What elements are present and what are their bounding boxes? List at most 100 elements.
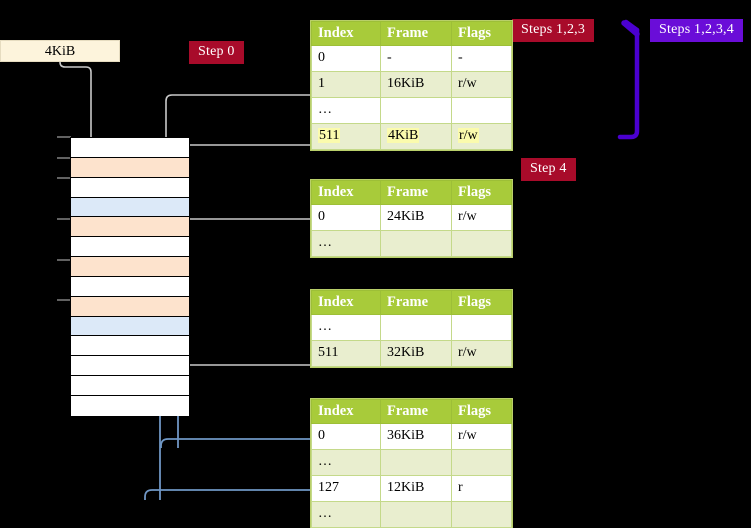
cell-text: 511 bbox=[318, 128, 341, 143]
cell-index: … bbox=[311, 97, 381, 124]
cell-index: 0 bbox=[311, 45, 381, 72]
memory-row bbox=[71, 376, 189, 396]
column-header-flags: Flags bbox=[451, 180, 512, 205]
cell-text: r/w bbox=[458, 345, 477, 360]
wire-t3r511-to-memory bbox=[170, 311, 310, 366]
wire-t2r0-to-memory bbox=[176, 218, 310, 262]
table-row: … bbox=[311, 230, 512, 257]
cell-frame: 24KiB bbox=[380, 204, 452, 231]
table-row: 0 36KiB r/w bbox=[311, 423, 512, 450]
table-row: … bbox=[311, 449, 512, 476]
table-row: 0-- bbox=[311, 45, 512, 72]
column-header-frame: Frame bbox=[380, 180, 452, 205]
cell-text: - bbox=[458, 50, 463, 65]
wire-violet-arrowhead-b bbox=[621, 20, 640, 37]
cell-text: … bbox=[318, 102, 333, 117]
memory-row bbox=[71, 356, 189, 377]
memory-row bbox=[71, 157, 189, 178]
cell-flags bbox=[451, 314, 512, 341]
memory-row bbox=[71, 316, 189, 337]
cell-frame: 4KiB bbox=[380, 123, 452, 150]
table-row: 0 24KiB r/w bbox=[311, 204, 512, 231]
cell-text: r/w bbox=[458, 128, 479, 143]
table-row: … bbox=[311, 501, 512, 528]
cell-text: 16KiB bbox=[387, 76, 425, 91]
column-header-flags: Flags bbox=[451, 290, 512, 315]
cell-flags bbox=[451, 97, 512, 124]
column-header-frame: Frame bbox=[380, 21, 452, 46]
cell-text: … bbox=[318, 235, 333, 250]
cell-text: r/w bbox=[458, 76, 477, 91]
cell-index: 0 bbox=[311, 204, 381, 231]
memory-row bbox=[71, 276, 189, 297]
cell-frame bbox=[380, 230, 452, 257]
wire-t4r0-tail bbox=[160, 438, 310, 448]
column-header-index: Index bbox=[311, 399, 381, 424]
cell-index: … bbox=[311, 501, 381, 528]
cell-text: … bbox=[318, 506, 333, 521]
memory-row bbox=[71, 138, 189, 158]
column-header-frame: Frame bbox=[380, 399, 452, 424]
table-row: 511 32KiB r/w bbox=[311, 340, 512, 367]
badge-step-4-text: Step 4 bbox=[530, 161, 567, 176]
cell-flags: r/w bbox=[451, 123, 512, 150]
cell-index: 511 bbox=[311, 340, 381, 367]
frame-label-box: 4KiB bbox=[0, 40, 120, 62]
cell-index: … bbox=[311, 314, 381, 341]
cell-frame bbox=[380, 449, 452, 476]
table-row: … bbox=[311, 97, 512, 124]
cell-flags: r/w bbox=[451, 204, 512, 231]
badge-steps-1234: Steps 1,2,3,4 bbox=[650, 19, 743, 42]
cell-text: 12KiB bbox=[387, 480, 425, 495]
cell-text: 24KiB bbox=[387, 209, 425, 224]
memory-row bbox=[71, 257, 189, 277]
wire-violet-arrowhead-a bbox=[623, 19, 640, 33]
cell-text: - bbox=[387, 50, 392, 65]
cell-text: 1 bbox=[318, 76, 325, 91]
memory-row bbox=[71, 395, 189, 416]
cell-index: 0 bbox=[311, 423, 381, 450]
memory-row bbox=[71, 197, 189, 218]
column-header-flags: Flags bbox=[451, 21, 512, 46]
cell-index: 511 bbox=[311, 123, 381, 150]
memory-row bbox=[71, 217, 189, 238]
cell-frame: 12KiB bbox=[380, 475, 452, 502]
cell-flags: r/w bbox=[451, 340, 512, 367]
cell-text: 511 bbox=[318, 345, 339, 360]
cell-index: 1 bbox=[311, 71, 381, 98]
column-header-index: Index bbox=[311, 290, 381, 315]
badge-step-0: Step 0 bbox=[189, 41, 244, 64]
cell-flags: r/w bbox=[451, 423, 512, 450]
cell-frame: 16KiB bbox=[380, 71, 452, 98]
physical-memory-grid bbox=[70, 137, 190, 416]
memory-row bbox=[71, 237, 189, 258]
cell-text: … bbox=[318, 319, 333, 334]
wire-t1r511-into-grid bbox=[180, 144, 310, 158]
table-row: … bbox=[311, 314, 512, 341]
cell-text: 32KiB bbox=[387, 345, 425, 360]
wire-t4r127-tail bbox=[144, 489, 310, 500]
cell-flags bbox=[451, 501, 512, 528]
badge-step-0-text: Step 0 bbox=[198, 44, 235, 59]
cell-frame: - bbox=[380, 45, 452, 72]
cell-index: 127 bbox=[311, 475, 381, 502]
cell-frame bbox=[380, 501, 452, 528]
cell-text: … bbox=[318, 454, 333, 469]
cell-flags: - bbox=[451, 45, 512, 72]
badge-steps-1234-text: Steps 1,2,3,4 bbox=[659, 22, 734, 37]
cell-text: 36KiB bbox=[387, 428, 425, 443]
cell-index: … bbox=[311, 449, 381, 476]
memory-tick-marks bbox=[57, 136, 71, 301]
table-row: 1 16KiB r/w bbox=[311, 71, 512, 98]
column-header-index: Index bbox=[311, 180, 381, 205]
cell-flags bbox=[451, 449, 512, 476]
cell-text: 0 bbox=[318, 209, 325, 224]
cell-index: … bbox=[311, 230, 381, 257]
cell-text: 127 bbox=[318, 480, 339, 495]
cell-text: r bbox=[458, 480, 463, 495]
